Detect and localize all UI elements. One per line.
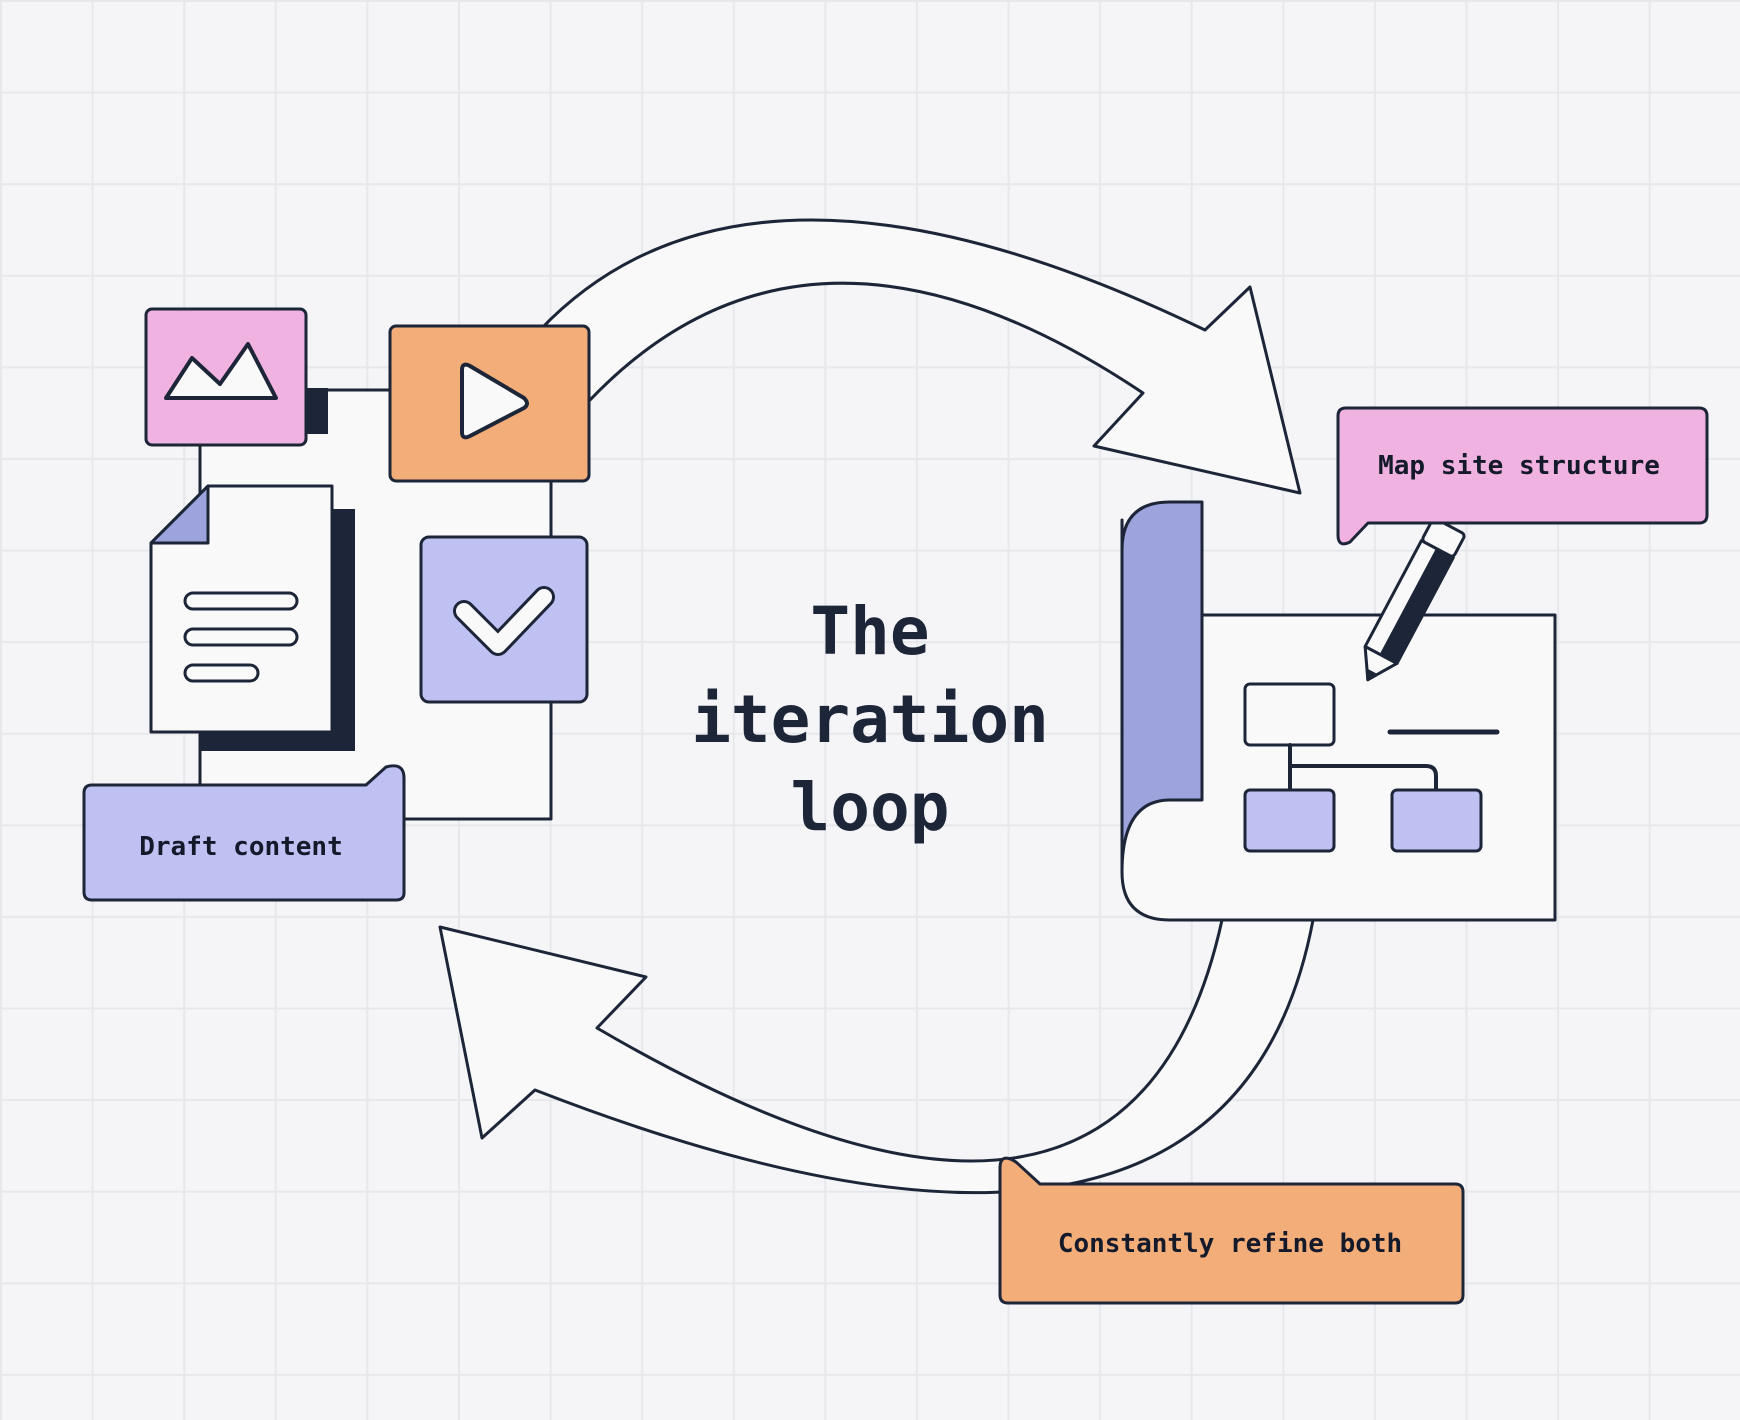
top-arrow	[538, 218, 1302, 495]
site-structure-illustration	[1120, 406, 1709, 922]
image-icon	[164, 342, 278, 400]
sitemap-connector	[1288, 743, 1438, 792]
check-tile	[419, 535, 589, 704]
map-site-structure-label: Map site structure	[1378, 451, 1660, 481]
check-icon-fill	[456, 589, 552, 653]
sitemap-node-child	[1243, 788, 1336, 853]
document-line	[183, 591, 299, 611]
draft-tag	[82, 764, 406, 902]
title-line-3: loop	[791, 769, 950, 846]
document-fold	[149, 484, 210, 545]
draft-content-label: Draft content	[139, 832, 343, 862]
sitemap-scroll	[1120, 500, 1204, 874]
pencil-icon	[1363, 517, 1466, 682]
document-line	[183, 663, 260, 683]
title-line-2: iteration	[691, 681, 1049, 758]
sitemap-node-root	[1243, 682, 1336, 747]
draft-content-illustration	[82, 307, 591, 902]
map-tag	[1336, 406, 1709, 546]
title-line-1: The	[810, 593, 929, 670]
refine-both-label: Constantly refine both	[1058, 1229, 1402, 1259]
sitemap-node-child	[1390, 788, 1483, 853]
bottom-arrow	[438, 918, 1315, 1195]
refine-tag	[998, 1156, 1465, 1305]
play-icon	[460, 362, 529, 440]
document-line	[183, 627, 299, 647]
